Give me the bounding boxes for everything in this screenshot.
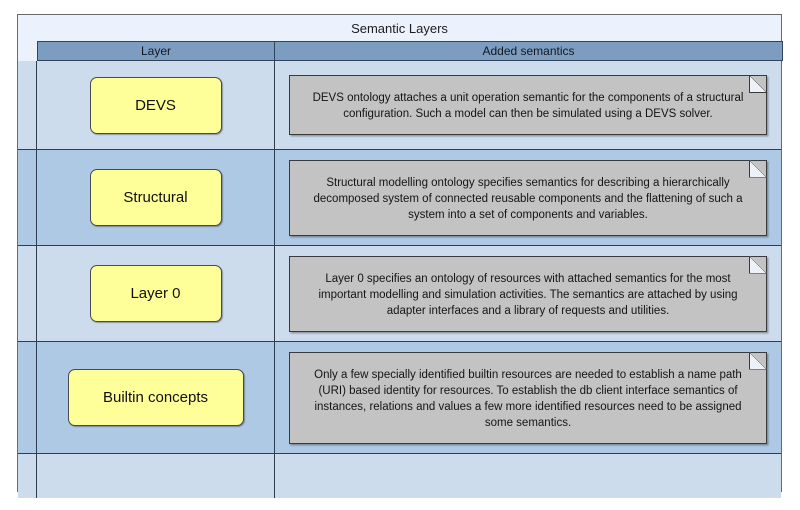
column-header-semantics-label: Added semantics (482, 44, 575, 58)
semantic-layers-diagram: Semantic Layers Layer Added semantics DE… (17, 14, 783, 498)
diagram-body: DEVS DEVS ontology attaches a unit opera… (18, 61, 781, 498)
layer-cell: Structural (37, 150, 275, 245)
note-box-layer-0: Layer 0 specifies an ontology of resourc… (289, 255, 767, 332)
table-row: Layer 0 Layer 0 specifies an ontology of… (18, 246, 781, 342)
layer-box-structural[interactable]: Structural (89, 169, 222, 226)
column-header-layer: Layer (37, 41, 275, 61)
column-header-semantics: Added semantics (275, 41, 783, 61)
note-box-structural: Structural modelling ontology specifies … (289, 159, 767, 236)
note-text: DEVS ontology attaches a unit operation … (312, 92, 744, 120)
note-box-builtin-concepts: Only a few specially identified builtin … (289, 351, 767, 444)
layer-cell: Layer 0 (37, 246, 275, 341)
layer-box-label: DEVS (135, 96, 176, 114)
layer-cell: DEVS (37, 61, 275, 149)
note-box-devs: DEVS ontology attaches a unit operation … (289, 75, 767, 135)
note-text: Layer 0 specifies an ontology of resourc… (318, 272, 738, 317)
row-gutter-cell (18, 150, 37, 245)
layer-box-layer-0[interactable]: Layer 0 (89, 265, 222, 322)
row-gutter-cell (18, 246, 37, 341)
semantics-cell: Structural modelling ontology specifies … (275, 150, 781, 245)
table-row: Builtin concepts Only a few specially id… (18, 342, 781, 454)
layer-box-devs[interactable]: DEVS (89, 76, 222, 134)
layer-cell (37, 454, 275, 498)
note-fold-icon (749, 255, 767, 274)
layer-box-builtin-concepts[interactable]: Builtin concepts (67, 369, 244, 426)
column-header-layer-label: Layer (140, 44, 172, 58)
layer-cell: Builtin concepts (37, 342, 275, 453)
table-row-empty (18, 454, 781, 498)
row-gutter-cell (18, 342, 37, 453)
note-fold-icon (749, 159, 767, 178)
column-header-row: Layer Added semantics (37, 41, 783, 61)
semantics-cell (275, 454, 781, 498)
note-fold-icon (749, 351, 767, 370)
semantics-cell: Only a few specially identified builtin … (275, 342, 781, 453)
semantics-cell: Layer 0 specifies an ontology of resourc… (275, 246, 781, 341)
diagram-title-row: Semantic Layers (18, 15, 781, 41)
note-fold-icon (749, 75, 767, 93)
layer-box-label: Builtin concepts (102, 389, 209, 406)
table-row: DEVS DEVS ontology attaches a unit opera… (18, 61, 781, 150)
page-title: Semantic Layers (351, 20, 448, 36)
layer-box-label: Layer 0 (130, 285, 181, 302)
semantics-cell: DEVS ontology attaches a unit operation … (275, 61, 781, 149)
row-gutter-cell (18, 61, 37, 149)
table-row: Structural Structural modelling ontology… (18, 150, 781, 246)
row-gutter-cell (18, 454, 37, 498)
layer-box-label: Structural (123, 189, 188, 206)
note-text: Only a few specially identified builtin … (314, 368, 742, 429)
note-text: Structural modelling ontology specifies … (313, 176, 743, 221)
